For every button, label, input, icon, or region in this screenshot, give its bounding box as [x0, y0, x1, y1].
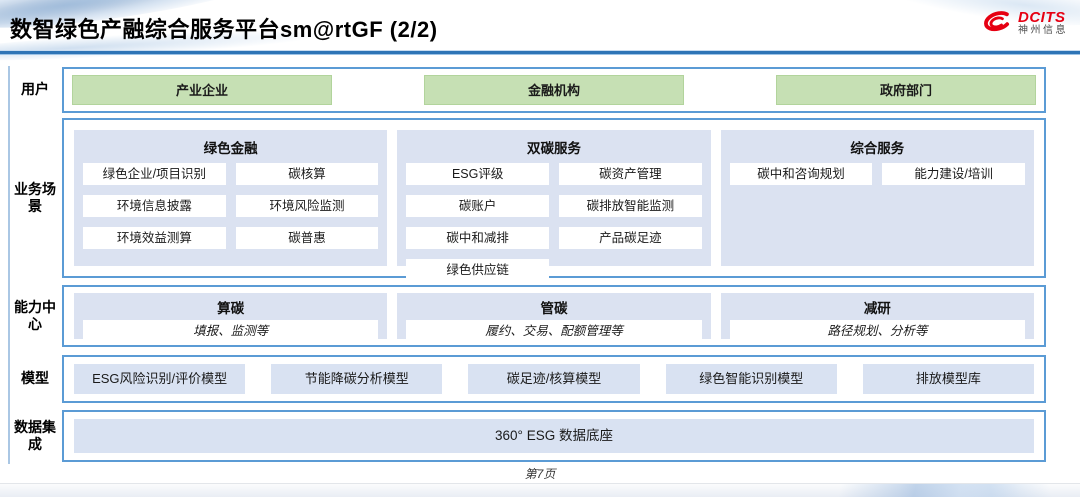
scenario-item: 碳账户	[406, 195, 549, 217]
scenario-item: 碳资产管理	[558, 163, 702, 185]
bottom-decoration-bar	[0, 483, 1080, 497]
page-number: 第7页	[524, 467, 556, 481]
page-title: 数智绿色产融综合服务平台sm@rtGF (2/2)	[10, 17, 438, 42]
company-logo: DCITS 神州信息	[980, 10, 1068, 37]
scenario-column-title: 综合服务	[850, 141, 905, 156]
title-divider	[0, 51, 1080, 54]
scenario-column-comprehensive: 综合服务 碳中和咨询规划 能力建设/培训	[720, 130, 1034, 266]
scenario-item: 绿色企业/项目识别	[83, 163, 226, 185]
scenario-item: 能力建设/培训	[882, 163, 1025, 185]
scenario-item: 环境信息披露	[83, 195, 226, 217]
row-label-models: 模型	[21, 370, 49, 387]
row-label-users: 用户	[21, 81, 49, 98]
logo-sub-name: 神州信息	[1018, 25, 1068, 37]
users-row: 产业企业 金融机构 政府部门	[62, 67, 1046, 113]
scenario-column-dual-carbon: 双碳服务 ESG评级 碳资产管理 碳账户 碳排放智能监测 碳中和减排 产品碳足迹…	[397, 130, 711, 281]
row-label-data-integration: 数据集成	[14, 418, 56, 453]
capability-col-carbon-reduction: 减研 路径规划、分析等	[720, 293, 1034, 342]
data-foundation-box: 360° ESG 数据底座	[74, 419, 1034, 453]
scenario-item-grid: 绿色企业/项目识别 碳核算 环境信息披露 环境风险监测 环境效益测算 碳普惠	[83, 163, 379, 249]
row-label-scenarios: 业务场景	[14, 180, 56, 215]
logo-brand-name: DCITS	[1018, 9, 1066, 27]
scenario-column-title: 绿色金融	[203, 141, 258, 156]
scenario-item: 碳中和减排	[406, 227, 549, 249]
scenario-item: 环境效益测算	[83, 227, 226, 249]
model-box: 碳足迹/核算模型	[468, 364, 640, 394]
capabilities-row: 算碳 填报、监测等 管碳 履约、交易、配额管理等 减研 路径规划、分析等	[62, 285, 1046, 347]
capability-title: 管碳	[540, 301, 568, 316]
capability-desc: 路径规划、分析等	[729, 320, 1025, 342]
models-row: ESG风险识别/评价模型 节能降碳分析模型 碳足迹/核算模型 绿色智能识别模型 …	[62, 355, 1046, 403]
row-label-capabilities: 能力中心	[14, 298, 56, 333]
scenario-item-grid: ESG评级 碳资产管理 碳账户 碳排放智能监测 碳中和减排 产品碳足迹 绿色供应…	[406, 163, 702, 281]
capability-desc: 填报、监测等	[83, 320, 379, 342]
logo-text: DCITS 神州信息	[1018, 10, 1068, 36]
scenario-item: 环境风险监测	[235, 195, 379, 217]
user-box-government: 政府部门	[776, 75, 1036, 105]
model-box: 节能降碳分析模型	[271, 364, 443, 394]
data-integration-row: 360° ESG 数据底座	[62, 410, 1046, 462]
model-box: 排放模型库	[862, 364, 1035, 394]
user-box-financial: 金融机构	[424, 75, 684, 105]
scenario-item: ESG评级	[406, 163, 549, 185]
scenario-item: 绿色供应链	[406, 259, 549, 281]
scenario-item: 碳核算	[235, 163, 379, 185]
capability-col-carbon-accounting: 算碳 填报、监测等	[74, 293, 388, 342]
model-box: 绿色智能识别模型	[665, 364, 837, 394]
scenario-item: 产品碳足迹	[558, 227, 702, 249]
capability-col-carbon-management: 管碳 履约、交易、配额管理等	[397, 293, 711, 342]
capability-title: 减研	[863, 301, 891, 316]
scenarios-row: 绿色金融 绿色企业/项目识别 碳核算 环境信息披露 环境风险监测 环境效益测算 …	[62, 118, 1046, 281]
scenario-column-title: 双碳服务	[526, 141, 581, 156]
user-box-industry: 产业企业	[72, 75, 332, 105]
left-accent-line	[8, 66, 10, 464]
capability-title: 算碳	[217, 301, 245, 316]
scenario-item: 碳中和咨询规划	[729, 163, 873, 185]
brand-swirl-icon	[984, 11, 1010, 32]
model-box: ESG风险识别/评价模型	[74, 364, 246, 394]
scenario-column-green-finance: 绿色金融 绿色企业/项目识别 碳核算 环境信息披露 环境风险监测 环境效益测算 …	[74, 130, 388, 266]
scenario-item: 碳排放智能监测	[558, 195, 702, 217]
scenario-item: 碳普惠	[235, 227, 379, 249]
scenario-item-grid: 碳中和咨询规划 能力建设/培训	[729, 163, 1025, 185]
capability-desc: 履约、交易、配额管理等	[406, 320, 702, 342]
